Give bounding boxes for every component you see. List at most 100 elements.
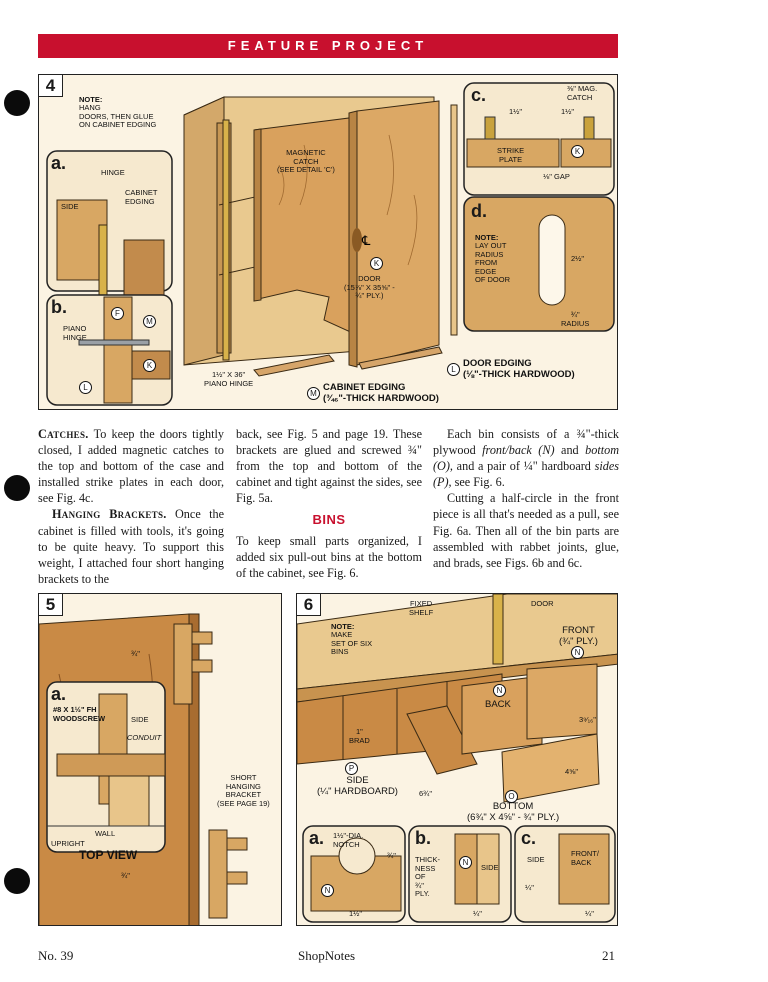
magnetic-catch-label: MAGNETIC CATCH (SEE DETAIL 'c') <box>277 148 335 174</box>
front-label: FRONT (¾" PLY.) <box>559 625 598 647</box>
fixed-shelf-label: FIXED SHELF <box>409 599 434 617</box>
dim-bottom: ¾" <box>121 871 130 880</box>
paragraph-catches: Catches. To keep the doors tightly close… <box>38 426 224 506</box>
cabinet-illustration: ℄ <box>46 82 615 406</box>
part-ref-bottom: bottom (O), <box>433 443 619 474</box>
note-text: LAY OUT RADIUS FROM EDGE OF DOOR <box>475 241 510 284</box>
paragraph-bin-parts: Each bin consists of a ¾"-thick plywood … <box>433 426 619 490</box>
side-label-b: SIDE <box>481 863 499 872</box>
fig4-note: NOTE: HANG DOORS, THEN GLUE ON CABINET E… <box>79 87 189 130</box>
figure-5: 5 ¾" a. #8 x 1½" Fh WOODSCREW SIDE CONDU… <box>38 593 282 926</box>
detail-c-letter: c. <box>471 85 487 105</box>
paragraph-brackets-cont: back, see Fig. 5 and page 19. These brac… <box>236 427 422 506</box>
part-n-marker-back: N <box>493 684 506 697</box>
detail-b-letter: b. <box>415 828 431 848</box>
section-banner: FEATURE PROJECT <box>38 34 618 58</box>
side-label: SIDE <box>131 715 149 724</box>
section-heading-bins: BINS <box>312 512 346 528</box>
side-label: SIDE <box>61 202 79 211</box>
back-label: BACK <box>485 699 511 710</box>
dim-c2: ¼" <box>585 909 594 918</box>
mag-catch-label: ⅜" MAG. CATCH <box>567 84 598 102</box>
runin-hanging-brackets: Hanging Brackets. <box>52 507 167 522</box>
figure-number: 6 <box>297 594 321 616</box>
part-k-marker: K <box>370 257 383 270</box>
bottom-label: BOTTOM (6¾" x 4⅝" - ¾" PLY.) <box>467 801 560 823</box>
text-run: and a pair of ¼" hardboard <box>452 459 595 474</box>
part-n-marker-a: N <box>321 884 334 897</box>
issue-number: No. 39 <box>38 948 74 963</box>
conduit-label: CONDUIT <box>127 733 162 742</box>
part-ref-front-back: front/back (N) <box>482 443 555 458</box>
piano-hinge-label: PIANO HINGE <box>63 324 87 342</box>
detail-d-letter: d. <box>471 201 487 221</box>
magazine-name: ShopNotes <box>298 948 356 963</box>
detail-c-letter: c. <box>521 828 537 848</box>
binder-hole-middle <box>4 475 30 501</box>
short-hanging-bracket-label: SHORT HANGING BRACKET (SEE PAGE 19) <box>217 773 270 808</box>
thickness-label: THICK- NESS OF ¾" PLY. <box>415 855 440 898</box>
piano-hinge-size-label: 1½" x 36" PIANO HINGE <box>204 370 254 388</box>
part-n-marker-b: N <box>459 856 472 869</box>
part-l-marker: L <box>447 363 460 376</box>
notch-label: 1½"-DIA. NOTCH <box>333 831 364 849</box>
text-run: see Fig. 6. <box>451 475 505 490</box>
part-ref-sides: sides (P), <box>433 459 619 490</box>
text-column-3: Each bin consists of a ¾"-thick plywood … <box>433 426 619 571</box>
part-m-marker: M <box>307 387 320 400</box>
dim-2-1-2: 2½" <box>571 254 585 263</box>
figure-6: 6 NOTE: MAKE SET OF SIX BINS FIXED SHELF… <box>296 593 618 926</box>
bracket-illustration <box>39 613 248 925</box>
woodscrew-label: #8 x 1½" Fh WOODSCREW <box>53 705 106 723</box>
strike-plate-label: STRIKE PLATE <box>497 146 525 164</box>
page-number: 21 <box>602 948 615 963</box>
bins-illustration <box>297 594 617 923</box>
dim-width: 4⅝" <box>565 767 579 776</box>
door-label: DOOR (15⅞" x 35⅝" - ¾" PLY.) <box>344 274 395 300</box>
part-k-marker-c: K <box>571 145 584 158</box>
paragraph-hanging-brackets: Hanging Brackets. Once the cabinet is fi… <box>38 506 224 586</box>
binder-hole-bottom <box>4 868 30 894</box>
detail-a-letter: a. <box>51 153 67 173</box>
dim-top: ¾" <box>131 649 140 658</box>
door-edging-label: DOOR EDGING (⅛"-THICK HARDWOOD) <box>463 358 575 380</box>
detail-a-letter: a. <box>309 828 325 848</box>
cabinet-edging-detail-label: CABINET EDGING <box>125 188 158 206</box>
note-text: MAKE SET OF SIX BINS <box>331 630 373 656</box>
part-p-marker: P <box>345 762 358 775</box>
text-column-2: back, see Fig. 5 and page 19. These brac… <box>236 426 422 581</box>
side-label-c: SIDE <box>527 855 545 864</box>
hinge-label: HINGE <box>101 168 125 177</box>
detail-d-note: NOTE: LAY OUT RADIUS FROM EDGE OF DOOR <box>475 225 510 285</box>
para-text: Once the cabinet is filled with tools, i… <box>38 507 224 586</box>
dim-b: ¼" <box>473 909 482 918</box>
note-heading: NOTE: <box>79 94 103 104</box>
text-run: and <box>554 443 586 458</box>
figure-4: 4 ℄ <box>38 74 618 410</box>
part-o-marker: O <box>505 790 518 803</box>
part-m-marker-b: M <box>143 315 156 328</box>
part-n-marker: N <box>571 646 584 659</box>
part-l-marker-b: L <box>79 381 92 394</box>
radius-label: ¾" RADIUS <box>561 310 590 328</box>
front-back-label: FRONT/ BACK <box>571 849 599 867</box>
door-label: DOOR <box>531 599 554 608</box>
fig6-note: NOTE: MAKE SET OF SIX BINS <box>331 614 372 657</box>
note-heading: NOTE: <box>475 232 499 242</box>
figure-number: 4 <box>39 75 63 97</box>
text-run: Each bin consists of a ¾"-thick plywood <box>433 427 619 458</box>
note-text: HANG DOORS, THEN GLUE ON CABINET EDGING <box>79 103 157 129</box>
detail-a-letter: a. <box>51 684 67 704</box>
cabinet-edging-label: CABINET EDGING (¾₆"-THICK HARDWOOD) <box>323 382 439 404</box>
side-hardboard-label: SIDE (¼" HARDBOARD) <box>317 775 398 797</box>
runin-catches: Catches. <box>38 427 89 441</box>
text-column-1: Catches. To keep the doors tightly close… <box>38 426 224 587</box>
part-f-marker: F <box>111 307 124 320</box>
paragraph-half-circle: Cutting a half-circle in the front piece… <box>433 491 619 570</box>
top-view-label: TOP VIEW <box>79 848 138 862</box>
paragraph-bins: To keep small parts organized, I added s… <box>236 533 422 580</box>
svg-text:℄: ℄ <box>361 233 371 248</box>
dim-c1: ¼" <box>525 883 534 892</box>
figure-number: 5 <box>39 594 63 616</box>
wall-label: WALL <box>95 829 116 838</box>
